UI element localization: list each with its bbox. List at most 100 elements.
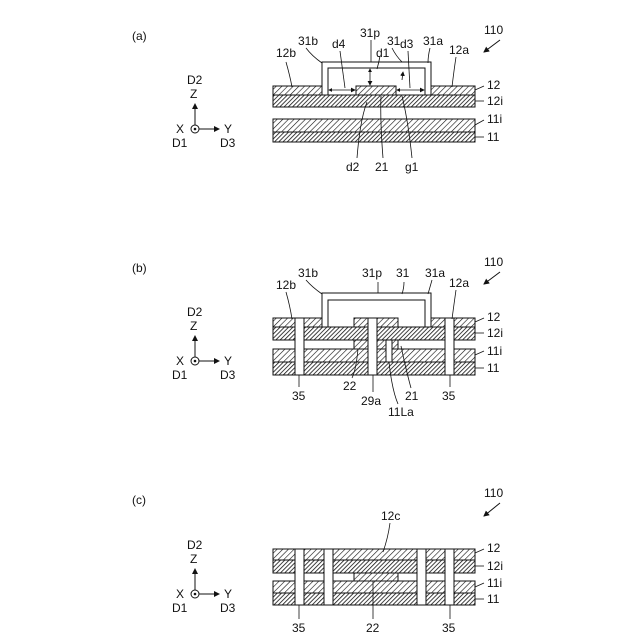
via-35-left — [295, 318, 304, 375]
element-11La — [386, 340, 392, 362]
via-middle-right — [417, 549, 426, 605]
label-12i: 12i — [487, 559, 503, 573]
label-31a: 31a — [423, 34, 443, 48]
y-label: Y — [224, 122, 232, 136]
label-35-right: 35 — [442, 621, 456, 635]
leader-d4 — [340, 51, 345, 88]
leader-12a — [452, 57, 456, 87]
axis-indicator: D2 Z X Y D1 D3 — [172, 73, 236, 150]
d1-label: D1 — [172, 136, 188, 150]
axis-indicator: D2 Z X Y D1 D3 — [172, 538, 236, 615]
label-21: 21 — [405, 389, 419, 403]
d1-label: D1 — [172, 368, 188, 382]
d1-label: D1 — [172, 601, 188, 615]
label-12a: 12a — [449, 43, 469, 57]
label-12b: 12b — [276, 278, 296, 292]
leader-31a — [428, 48, 430, 63]
leader-31b — [306, 48, 322, 63]
leader-31 — [402, 282, 404, 294]
figure-number: 110 — [484, 255, 503, 269]
leader-12 — [475, 549, 484, 553]
panel-a: (a) 110 D2 Z X Y D1 D3 — [132, 23, 503, 174]
label-31p: 31p — [362, 266, 382, 280]
axis-indicator: D2 Z X Y D1 D3 — [172, 305, 236, 382]
label-35-left: 35 — [292, 621, 306, 635]
leader-12b — [286, 62, 292, 87]
label-22: 22 — [366, 621, 380, 635]
z-label: Z — [190, 87, 197, 101]
label-35-left: 35 — [292, 389, 306, 403]
panel-b: (b) 110 D2 Z X Y D1 D3 — [132, 255, 503, 419]
label-11La: 11La — [388, 405, 414, 419]
figure-number-arrow — [484, 40, 500, 52]
label-12: 12 — [487, 541, 501, 555]
layer-11 — [273, 132, 475, 142]
label-g1: g1 — [405, 160, 419, 174]
layer-12a — [431, 86, 475, 95]
d2-label: D2 — [187, 305, 203, 319]
via-35-left — [295, 549, 304, 605]
figure-number-arrow — [484, 272, 500, 284]
leader-31a — [428, 280, 432, 294]
label-d2: d2 — [346, 160, 360, 174]
label-31b: 31b — [298, 34, 318, 48]
d2-label: D2 — [187, 73, 203, 87]
label-11: 11 — [487, 130, 500, 144]
label-12: 12 — [487, 78, 501, 92]
label-12b: 12b — [276, 46, 296, 60]
figure-number-arrow — [484, 503, 500, 516]
label-11: 11 — [487, 361, 500, 375]
y-label: Y — [224, 354, 232, 368]
label-d4: d4 — [332, 37, 346, 51]
y-label: Y — [224, 587, 232, 601]
label-31p: 31p — [360, 26, 380, 40]
label-12i: 12i — [487, 94, 503, 108]
layer-12i — [273, 95, 475, 107]
d3-label: D3 — [220, 136, 236, 150]
label-35-right: 35 — [442, 389, 456, 403]
z-label: Z — [190, 552, 197, 566]
leader-11i — [475, 583, 484, 587]
label-12: 12 — [487, 310, 501, 324]
label-11i: 11i — [487, 112, 502, 126]
label-11: 11 — [487, 592, 500, 606]
x-label: X — [176, 587, 184, 601]
leader-d3 — [408, 51, 410, 88]
x-axis-dot — [194, 128, 197, 131]
via-35-right — [445, 549, 454, 605]
x-axis-dot — [194, 593, 197, 596]
label-21: 21 — [375, 160, 389, 174]
via-35-right — [445, 318, 454, 375]
leader-31b — [306, 280, 322, 294]
via-29a — [368, 318, 377, 375]
figure-number: 110 — [484, 486, 503, 500]
panel-tag: (a) — [132, 29, 147, 43]
element-21 — [356, 86, 396, 95]
layer-11i — [273, 119, 475, 132]
label-d1: d1 — [376, 46, 390, 60]
x-label: X — [176, 354, 184, 368]
label-12c: 12c — [381, 509, 400, 523]
panel-tag: (c) — [132, 493, 146, 507]
d3-label: D3 — [220, 368, 236, 382]
label-11i: 11i — [487, 576, 502, 590]
via-middle-left — [324, 549, 333, 605]
leader-12 — [475, 318, 484, 322]
leader-11i — [475, 351, 484, 355]
element-22 — [354, 573, 398, 581]
leader-12b — [286, 292, 292, 319]
label-d3: d3 — [400, 37, 414, 51]
leader-12a — [452, 290, 456, 319]
panel-c: (c) 110 D2 Z X Y D1 D3 — [132, 486, 503, 635]
x-axis-dot — [194, 360, 197, 363]
z-label: Z — [190, 319, 197, 333]
label-31a: 31a — [425, 266, 445, 280]
gap-g1-arrow — [402, 72, 403, 80]
label-31b: 31b — [298, 266, 318, 280]
figure-number: 110 — [484, 23, 503, 37]
d2-label: D2 — [187, 538, 203, 552]
leader-11i — [475, 120, 484, 125]
panel-tag: (b) — [132, 261, 147, 275]
label-12i: 12i — [487, 326, 503, 340]
